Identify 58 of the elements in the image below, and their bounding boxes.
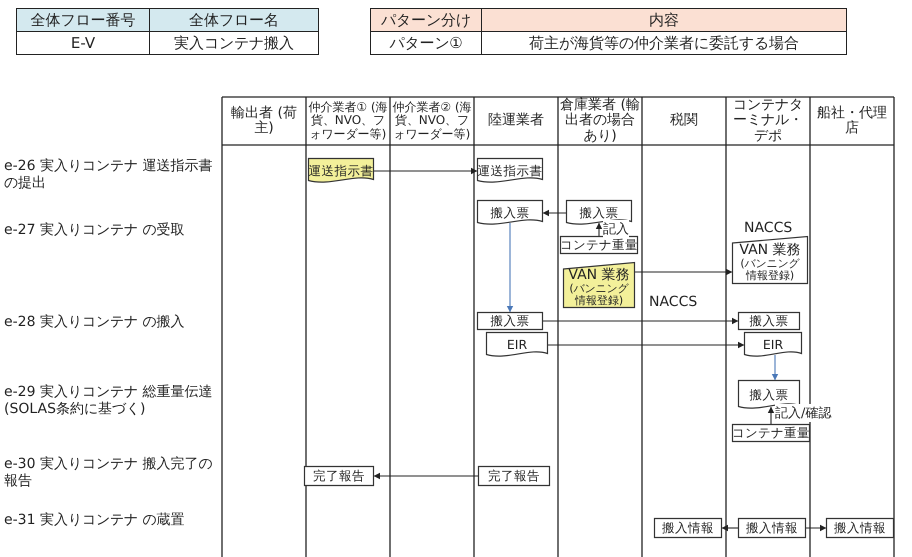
document-box: 運送指示書 — [308, 158, 374, 184]
manual-input-box — [732, 236, 808, 284]
column-header: 倉庫業者 (輸出者の場合あり) — [559, 98, 641, 144]
arrow — [542, 210, 566, 216]
arrow — [374, 168, 478, 174]
edge-label: 記入 — [603, 220, 629, 238]
manual-input-box — [563, 262, 635, 308]
system-label: NACCS — [744, 220, 792, 236]
process-box: 搬入情報 — [654, 518, 722, 538]
document-box: EIR — [486, 332, 548, 358]
column-header: 仲介業者① (海貨、NVO、フォワーダー等) — [307, 99, 389, 143]
table-cell: パターン分け — [370, 8, 482, 32]
step-label: e-26 実入りコンテナ 運送指示書の提出 — [4, 158, 214, 192]
table-cell: パターン① — [370, 31, 482, 55]
arrow — [722, 524, 738, 532]
process-box: 完了報告 — [478, 466, 550, 486]
step-label: e-28 実入りコンテナ の搬入 — [4, 314, 186, 331]
arrow — [374, 472, 478, 480]
step-label: e-31 実入りコンテナ の蔵置 — [4, 512, 186, 529]
table-cell: 実入コンテナ搬入 — [149, 31, 319, 55]
table-cell: 全体フロー番号 — [16, 8, 150, 32]
table-cell: 全体フロー名 — [149, 8, 319, 32]
arrow — [596, 222, 602, 236]
column-header: 陸運業者 — [487, 111, 545, 130]
step-label: e-30 実入りコンテナ 搬入完了の報告 — [4, 456, 214, 490]
step-label: e-29 実入りコンテナ 総重量伝達(SOLAS条約に基づく) — [4, 384, 214, 418]
process-box: 搬入票 — [477, 312, 543, 330]
column-header: 仲介業者② (海貨、NVO、フォワーダー等) — [391, 99, 473, 143]
document-box: EIR — [744, 332, 802, 358]
table-cell: 内容 — [481, 8, 847, 32]
process-box: 搬入情報 — [738, 518, 806, 538]
node-subtitle: (バンニング情報登録) — [569, 283, 629, 308]
arrow — [543, 318, 738, 324]
arrow — [506, 223, 514, 312]
node-title: VAN 業務 — [568, 268, 630, 284]
column-header: 船社・代理店 — [816, 104, 888, 138]
arrow — [772, 355, 778, 380]
process-box: コンテナ重量 — [560, 236, 638, 254]
process-box: 搬入票 — [738, 312, 800, 330]
node-title: VAN 業務 — [739, 242, 801, 258]
arrow — [635, 268, 732, 276]
column-header: 税関 — [669, 111, 699, 130]
arrow — [548, 342, 744, 348]
process-box: 搬入情報 — [826, 518, 894, 538]
arrow — [768, 406, 774, 424]
process-box: 完了報告 — [304, 466, 374, 486]
edge-label: 記入/確認 — [775, 404, 832, 422]
column-header: 輸出者 (荷主) — [230, 104, 298, 138]
node-subtitle: (バンニング情報登録) — [740, 258, 800, 282]
arrow — [806, 524, 826, 532]
step-label: e-27 実入りコンテナ の受取 — [4, 222, 186, 239]
system-label: NACCS — [649, 294, 698, 310]
table-cell: 荷主が海貨等の仲介業者に委託する場合 — [481, 31, 847, 55]
column-header: コンテナターミナル・デポ — [732, 98, 804, 144]
process-box: コンテナ重量 — [732, 424, 810, 442]
table-cell: E-V — [16, 31, 150, 55]
document-box: 搬入票 — [477, 200, 543, 226]
document-box: 運送指示書 — [477, 158, 543, 184]
